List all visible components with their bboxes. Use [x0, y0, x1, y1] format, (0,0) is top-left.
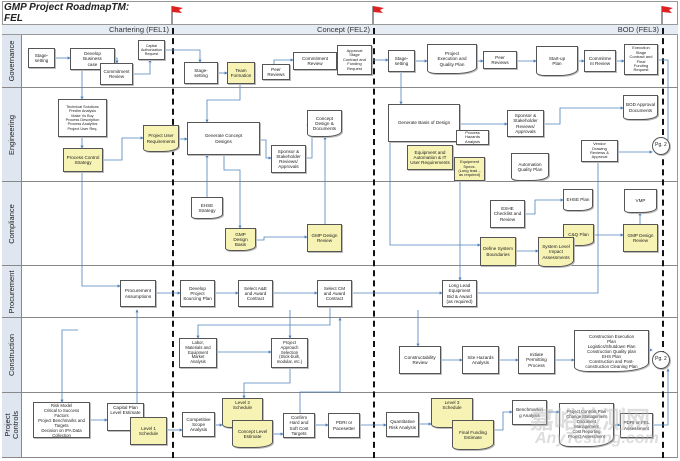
watermark-cn: 嘉峪检测网	[530, 407, 650, 434]
stage-setting-fel2[interactable]: Stage- setting	[184, 62, 218, 84]
concept-design-documents[interactable]: Concept Design & Documents	[307, 110, 342, 137]
watermark-en: AnyTesting.com	[535, 430, 659, 447]
level-1-schedule[interactable]: Level 1 Schedule	[130, 417, 167, 445]
lane-label-engineering: Engineering	[2, 88, 22, 182]
phase-gate-fel2	[373, 28, 375, 458]
lane-label-procurement: Procurement	[2, 266, 22, 318]
system-level-impact-assessments[interactable]: System Level Impact Assessments	[538, 237, 574, 267]
team-formation[interactable]: Team Formation	[227, 62, 255, 84]
equipment-specs[interactable]: Equipment Specs. (Long lead – as require…	[454, 157, 485, 181]
generate-concept-designs[interactable]: Generate Concept Designs	[187, 122, 260, 155]
vendor-drawing-reviews[interactable]: Vendor Drawing Reviews & Approval	[581, 140, 618, 162]
stage-setting-fel1[interactable]: Stage- setting	[28, 48, 55, 68]
bod-approval-documents[interactable]: BOD Approval Documents	[623, 95, 658, 120]
project-execution-quality-plan[interactable]: Project Execution and Quality Plan	[427, 44, 477, 74]
pdri-or-pacesetter[interactable]: PDRI or Pacesetter	[328, 413, 360, 438]
competitive-scope-analysis[interactable]: Competitive Scope Analysis	[182, 412, 215, 437]
confirm-cost-targets[interactable]: Confirm Hard and Soft Cost Targets	[283, 413, 315, 438]
ehse-plan[interactable]: EHSE Plan	[563, 189, 593, 211]
site-hazards-analysis[interactable]: Site Hazards Analysis	[462, 346, 499, 374]
commitment-review-fel2[interactable]: Commitment Review	[293, 52, 337, 70]
lane-label-project-controls: Project Controls	[2, 393, 22, 458]
sponsor-stakeholder-reviews-fel2[interactable]: Sponsor & Stakeholder Reviews/ Approvals	[271, 145, 306, 173]
start-up-plan[interactable]: Start-up Plan	[536, 46, 578, 76]
lane-compliance	[2, 182, 678, 266]
execution-stage-contract[interactable]: Execution Stage Contract and Final Fundi…	[624, 44, 658, 75]
gmp-design-review-fel3[interactable]: GMP Design Review	[623, 224, 658, 252]
phase-fel1: Chartering (FEL1)	[108, 25, 169, 34]
commitment-review-fel3[interactable]: Commitme nt Review	[584, 50, 616, 72]
phase-gate-fel1	[172, 28, 174, 458]
pdri-or-fel-assessment[interactable]: PDRI or FEL Assessment	[620, 413, 653, 438]
project-controls-plan[interactable]: Project Controls Plan Change Management …	[559, 403, 614, 447]
constructability-review[interactable]: Constructability Review	[399, 346, 441, 374]
flag-icon	[372, 6, 384, 24]
lane-engineering	[2, 88, 678, 182]
lane-label-governance: Governance	[2, 35, 22, 88]
phase-gate-fel3	[662, 28, 664, 458]
quantitative-risk-analysis[interactable]: Quantitative Risk Analysis	[386, 412, 419, 437]
lane-project-controls	[2, 393, 678, 458]
capital-authorization-request[interactable]: Capital Authorization Request	[138, 40, 165, 60]
lane-construction	[2, 318, 678, 393]
generate-basis-of-design[interactable]: Generate Basis of Design	[388, 104, 460, 142]
process-control-strategy[interactable]: Process Control Strategy	[63, 148, 103, 172]
select-ae-award-contract[interactable]: Select A&E and Award Contract	[238, 280, 273, 307]
phase-bar	[2, 24, 678, 35]
project-approach-selection[interactable]: Project Approach Selection (Stick-built,…	[271, 338, 308, 368]
gmp-design-basis[interactable]: GMP Design Basis	[225, 228, 256, 251]
page-title: GMP Project RoadmapTM: FEL	[4, 2, 130, 24]
flag-icon	[171, 6, 183, 24]
automation-quality-plan[interactable]: Automation Quality Plan	[511, 153, 549, 181]
lane-governance	[2, 35, 678, 88]
eshe-checklist-review[interactable]: ESHE Checklist and Review	[490, 200, 525, 228]
peer-reviews-fel2[interactable]: Peer Reviews	[262, 64, 290, 80]
risk-model[interactable]: Risk Model Critical to Success Factors P…	[33, 402, 90, 438]
define-system-boundaries[interactable]: Define System Boundaries	[480, 237, 516, 266]
gmp-design-review-fel2[interactable]: GMP Design Review	[307, 224, 342, 252]
flag-icon	[661, 6, 673, 24]
lane-label-construction: Construction	[2, 318, 22, 393]
phase-fel3: BOD (FEL3)	[617, 25, 659, 34]
sponsor-stakeholder-reviews-fel3[interactable]: Sponsor & Stakeholder Reviews/ Approvals	[507, 110, 544, 137]
commitment-review-fel1[interactable]: Commitment Review	[100, 63, 133, 85]
process-hazards-analysis[interactable]: Process Hazards Analysis	[456, 130, 489, 145]
select-cm-award-contract[interactable]: Select CM and Award Contract	[317, 280, 352, 307]
phase-fel2: Concept (FEL2)	[317, 25, 370, 34]
stage-setting-fel3[interactable]: Stage- setting	[388, 50, 415, 72]
long-lead-equipment-bid[interactable]: Long Lead Equipment Bid & Award (as requ…	[442, 280, 477, 307]
lane-label-compliance: Compliance	[2, 182, 22, 266]
peer-reviews-fel3[interactable]: Peer Reviews	[483, 51, 517, 69]
concept-level-estimate[interactable]: Concept Level Estimate	[232, 420, 273, 448]
project-user-requirements[interactable]: Project User Requirements	[143, 125, 179, 152]
ehse-strategy[interactable]: EHSE Strategy	[191, 197, 223, 219]
page-2-connector[interactable]: Pg. 2	[652, 351, 670, 369]
market-analysis[interactable]: Labor, Materials and Equipment Market An…	[179, 338, 217, 368]
approval-stage-contract[interactable]: Approval Stage Contract and Funding Requ…	[337, 45, 372, 75]
page-2-connector[interactable]: Pg. 2	[652, 137, 670, 155]
develop-project-sourcing-plan[interactable]: Develop Project Sourcing Plan	[180, 280, 215, 307]
procurement-assumptions[interactable]: Procurement Assumptions	[120, 280, 156, 307]
benchmarking-analysis[interactable]: Benchmarkin g Analysis	[512, 400, 547, 425]
final-funding-estimate[interactable]: Final Funding Estimate	[452, 420, 494, 450]
initiate-permitting-process[interactable]: Initiate Permitting Process	[518, 346, 555, 374]
equipment-automation-it-user-requirements[interactable]: Equipment and Automation & IT User Requi…	[407, 145, 453, 170]
technical-solutions[interactable]: Technical Solutions Predim Analysis Make…	[58, 99, 107, 137]
vmp[interactable]: VMP	[624, 189, 657, 213]
construction-execution-plan[interactable]: Construction Execution Plan Logistics/Sh…	[574, 330, 649, 372]
